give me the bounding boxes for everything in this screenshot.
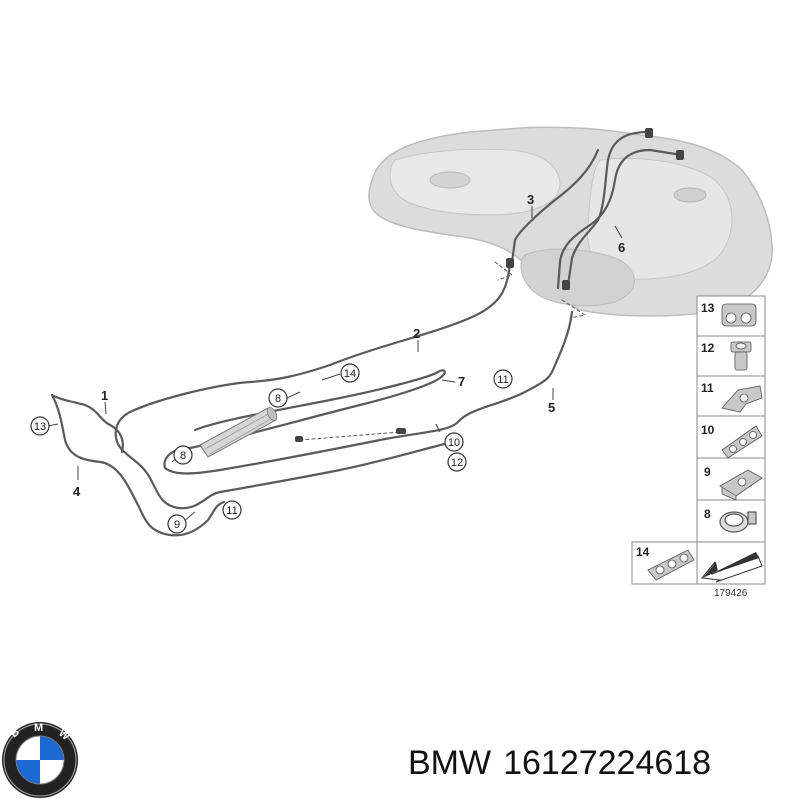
- legend-label-8: 8: [704, 507, 711, 521]
- fuel-line-4: [50, 393, 226, 537]
- leader-dashed-c: [561, 299, 586, 319]
- fuel-line-2: [128, 260, 512, 414]
- callout-12: 12: [451, 457, 463, 469]
- callout-11a: 11: [497, 374, 508, 386]
- fuel-line-4b: [50, 393, 124, 454]
- leader-dashed-b: [494, 261, 513, 281]
- svg-text:M: M: [34, 722, 43, 734]
- filter-sleeve: [199, 407, 278, 458]
- fuel-line-6: [556, 148, 684, 290]
- callout-5: 5: [548, 400, 555, 415]
- callouts-plain: 1 2 3 4 5 6 7: [73, 192, 625, 499]
- legend-label-14: 14: [636, 545, 650, 559]
- callout-circled-labels: 8 8 9 10 11 11 12 13 14: [34, 368, 509, 531]
- callout-13: 13: [34, 421, 46, 433]
- part-11-bracket-icon: [721, 385, 763, 413]
- arrow-icon: [701, 552, 763, 583]
- callout-2: 2: [413, 326, 420, 341]
- legend-label-13: 13: [701, 301, 715, 315]
- callout-11b: 11: [226, 505, 237, 517]
- leader-dashed-a: [299, 431, 401, 441]
- fuel-line-5: [163, 310, 574, 475]
- part-caption: BMW 16127224618: [408, 740, 793, 786]
- part-12-nut-icon: [730, 341, 752, 371]
- callout-3: 3: [527, 192, 534, 207]
- reference-number: 179426: [714, 588, 748, 599]
- legend-label-12: 12: [701, 341, 715, 355]
- brand-name: BMW: [408, 744, 492, 782]
- part-13-clip-icon: [721, 303, 757, 327]
- callout-6: 6: [618, 240, 625, 255]
- part-8-hose-clamp-icon: [719, 511, 757, 533]
- callout-8a: 8: [275, 393, 281, 405]
- fuel-tank: [368, 126, 773, 317]
- callout-8b: 8: [180, 450, 186, 462]
- parts-legend: 13 12 11 10 9 8 14: [631, 295, 766, 599]
- part-9-clip-icon: [719, 469, 763, 501]
- callouts-circled: [30, 363, 513, 534]
- legend-label-11: 11: [701, 381, 714, 395]
- connectors: [295, 128, 684, 442]
- legend-label-10: 10: [701, 423, 715, 437]
- fuel-line-3: [510, 148, 600, 264]
- part-14-clip-icon: [647, 549, 695, 581]
- callout-14: 14: [344, 368, 356, 380]
- part-number: 16127224618: [503, 744, 712, 782]
- fuel-line-1: [114, 410, 462, 510]
- callout-4: 4: [73, 484, 81, 499]
- callout-7: 7: [458, 374, 465, 389]
- callout-10: 10: [448, 437, 460, 449]
- legend-label-9: 9: [704, 465, 711, 479]
- part-10-clip-icon: [721, 425, 763, 459]
- bmw-roundel-logo: B M W: [2, 722, 78, 798]
- callout-9: 9: [174, 519, 180, 531]
- callout-1: 1: [101, 388, 108, 403]
- fuel-line-6b: [566, 130, 650, 287]
